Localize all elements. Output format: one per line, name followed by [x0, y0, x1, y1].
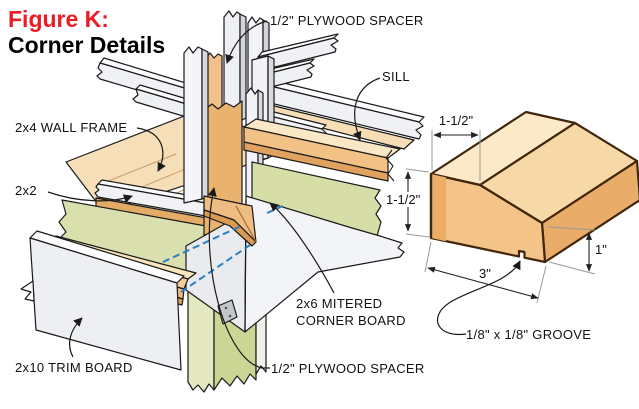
dim-label-left-height: 1-1/2": [384, 192, 423, 207]
figure-number: Figure K:: [8, 6, 109, 32]
label-plywood-spacer-top: 1/2" PLYWOOD SPACER: [270, 13, 424, 28]
figure-subtitle: Corner Details: [8, 32, 166, 58]
label-trim-board: 2x10 TRIM BOARD: [15, 360, 133, 375]
figure-title: Figure K: Corner Details: [8, 6, 165, 58]
corner-board-profile: [429, 110, 639, 264]
corner-assembly: [20, 10, 425, 393]
dim-bottom-width: [427, 266, 539, 300]
label-2x2: 2x2: [15, 183, 37, 198]
sill: [243, 118, 401, 182]
leader-plywood-top: [225, 20, 268, 64]
label-corner-board-2: CORNER BOARD: [296, 313, 406, 328]
leader-wall-frame: [136, 127, 166, 172]
label-plywood-spacer-bottom: 1/2" PLYWOOD SPACER: [271, 361, 425, 376]
dim-label-top-width: 1-1/2": [438, 113, 474, 128]
label-wall-frame: 2x4 WALL FRAME: [15, 120, 128, 135]
label-groove: 1/8" x 1/8" GROOVE: [466, 327, 592, 342]
corner-post: [187, 283, 267, 393]
leader-lines: [47, 20, 381, 369]
leader-trim-board: [69, 317, 83, 358]
trim-board: [20, 230, 185, 371]
leader-plywood-bottom: [207, 187, 270, 369]
label-sill: SILL: [382, 69, 410, 84]
dim-label-bottom-width: 3": [477, 266, 493, 281]
leader-2x2: [47, 191, 133, 203]
dimension-lines: [404, 130, 596, 336]
leader-sill: [352, 77, 381, 141]
sill-miter-corner: [203, 195, 257, 247]
label-corner-board-1: 2x6 MITERED: [296, 296, 383, 311]
right-wall-rail: [261, 78, 425, 140]
leader-corner-board: [269, 202, 335, 294]
dim-label-right-height: 1": [595, 242, 607, 257]
leader-groove: [437, 260, 521, 336]
hidden-sill-lines: [162, 205, 284, 293]
